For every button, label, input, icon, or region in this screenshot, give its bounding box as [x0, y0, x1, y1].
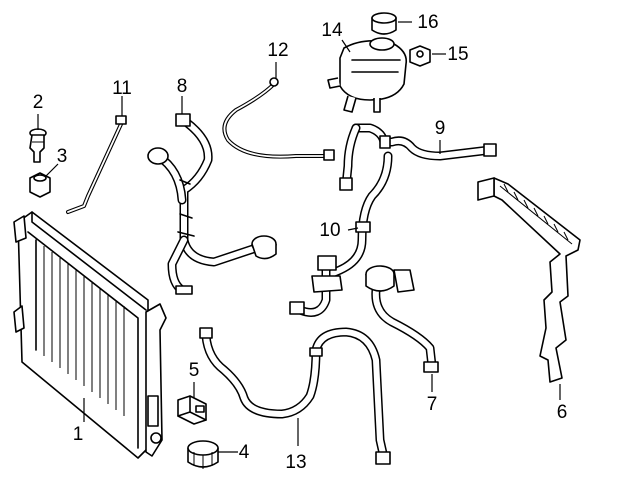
cap-part-4: [187, 440, 219, 469]
callout-16: 16: [417, 12, 438, 33]
callout-11: 11: [112, 78, 132, 99]
hose-part-10: [289, 151, 393, 317]
callout-labels: 1 2 3 4 5 6 7 8 9 10 11 12 13 14 15 16: [33, 12, 568, 473]
callout-7: 7: [427, 394, 438, 415]
sensor-part-5: [177, 395, 207, 425]
hose-part-9: [339, 123, 497, 191]
callout-5: 5: [189, 360, 200, 381]
callout-12: 12: [267, 40, 288, 61]
callout-2: 2: [33, 92, 44, 113]
seal-part-6: [477, 177, 581, 383]
bushing-part-15: [409, 45, 431, 67]
callout-13: 13: [285, 452, 306, 473]
hose-part-7: [365, 265, 439, 373]
callout-6: 6: [557, 402, 568, 423]
callout-3: 3: [57, 146, 68, 167]
callout-9: 9: [435, 118, 446, 139]
callout-4: 4: [239, 442, 250, 463]
radiator: [13, 211, 167, 459]
callout-15: 15: [447, 44, 468, 65]
reservoir-part-14: [327, 37, 408, 113]
hose-part-8: [147, 113, 277, 295]
cap-part-16: [371, 12, 397, 35]
nut-part-3: [29, 172, 51, 198]
callout-8: 8: [177, 76, 188, 97]
clip-part-2: [29, 128, 47, 163]
line-part-12: [222, 77, 335, 161]
leader-lines: [37, 21, 561, 453]
callout-10: 10: [319, 220, 340, 241]
callout-14: 14: [321, 20, 343, 41]
callout-1: 1: [73, 424, 84, 445]
tube-part-11: [66, 115, 127, 214]
hose-part-13: [199, 327, 391, 465]
